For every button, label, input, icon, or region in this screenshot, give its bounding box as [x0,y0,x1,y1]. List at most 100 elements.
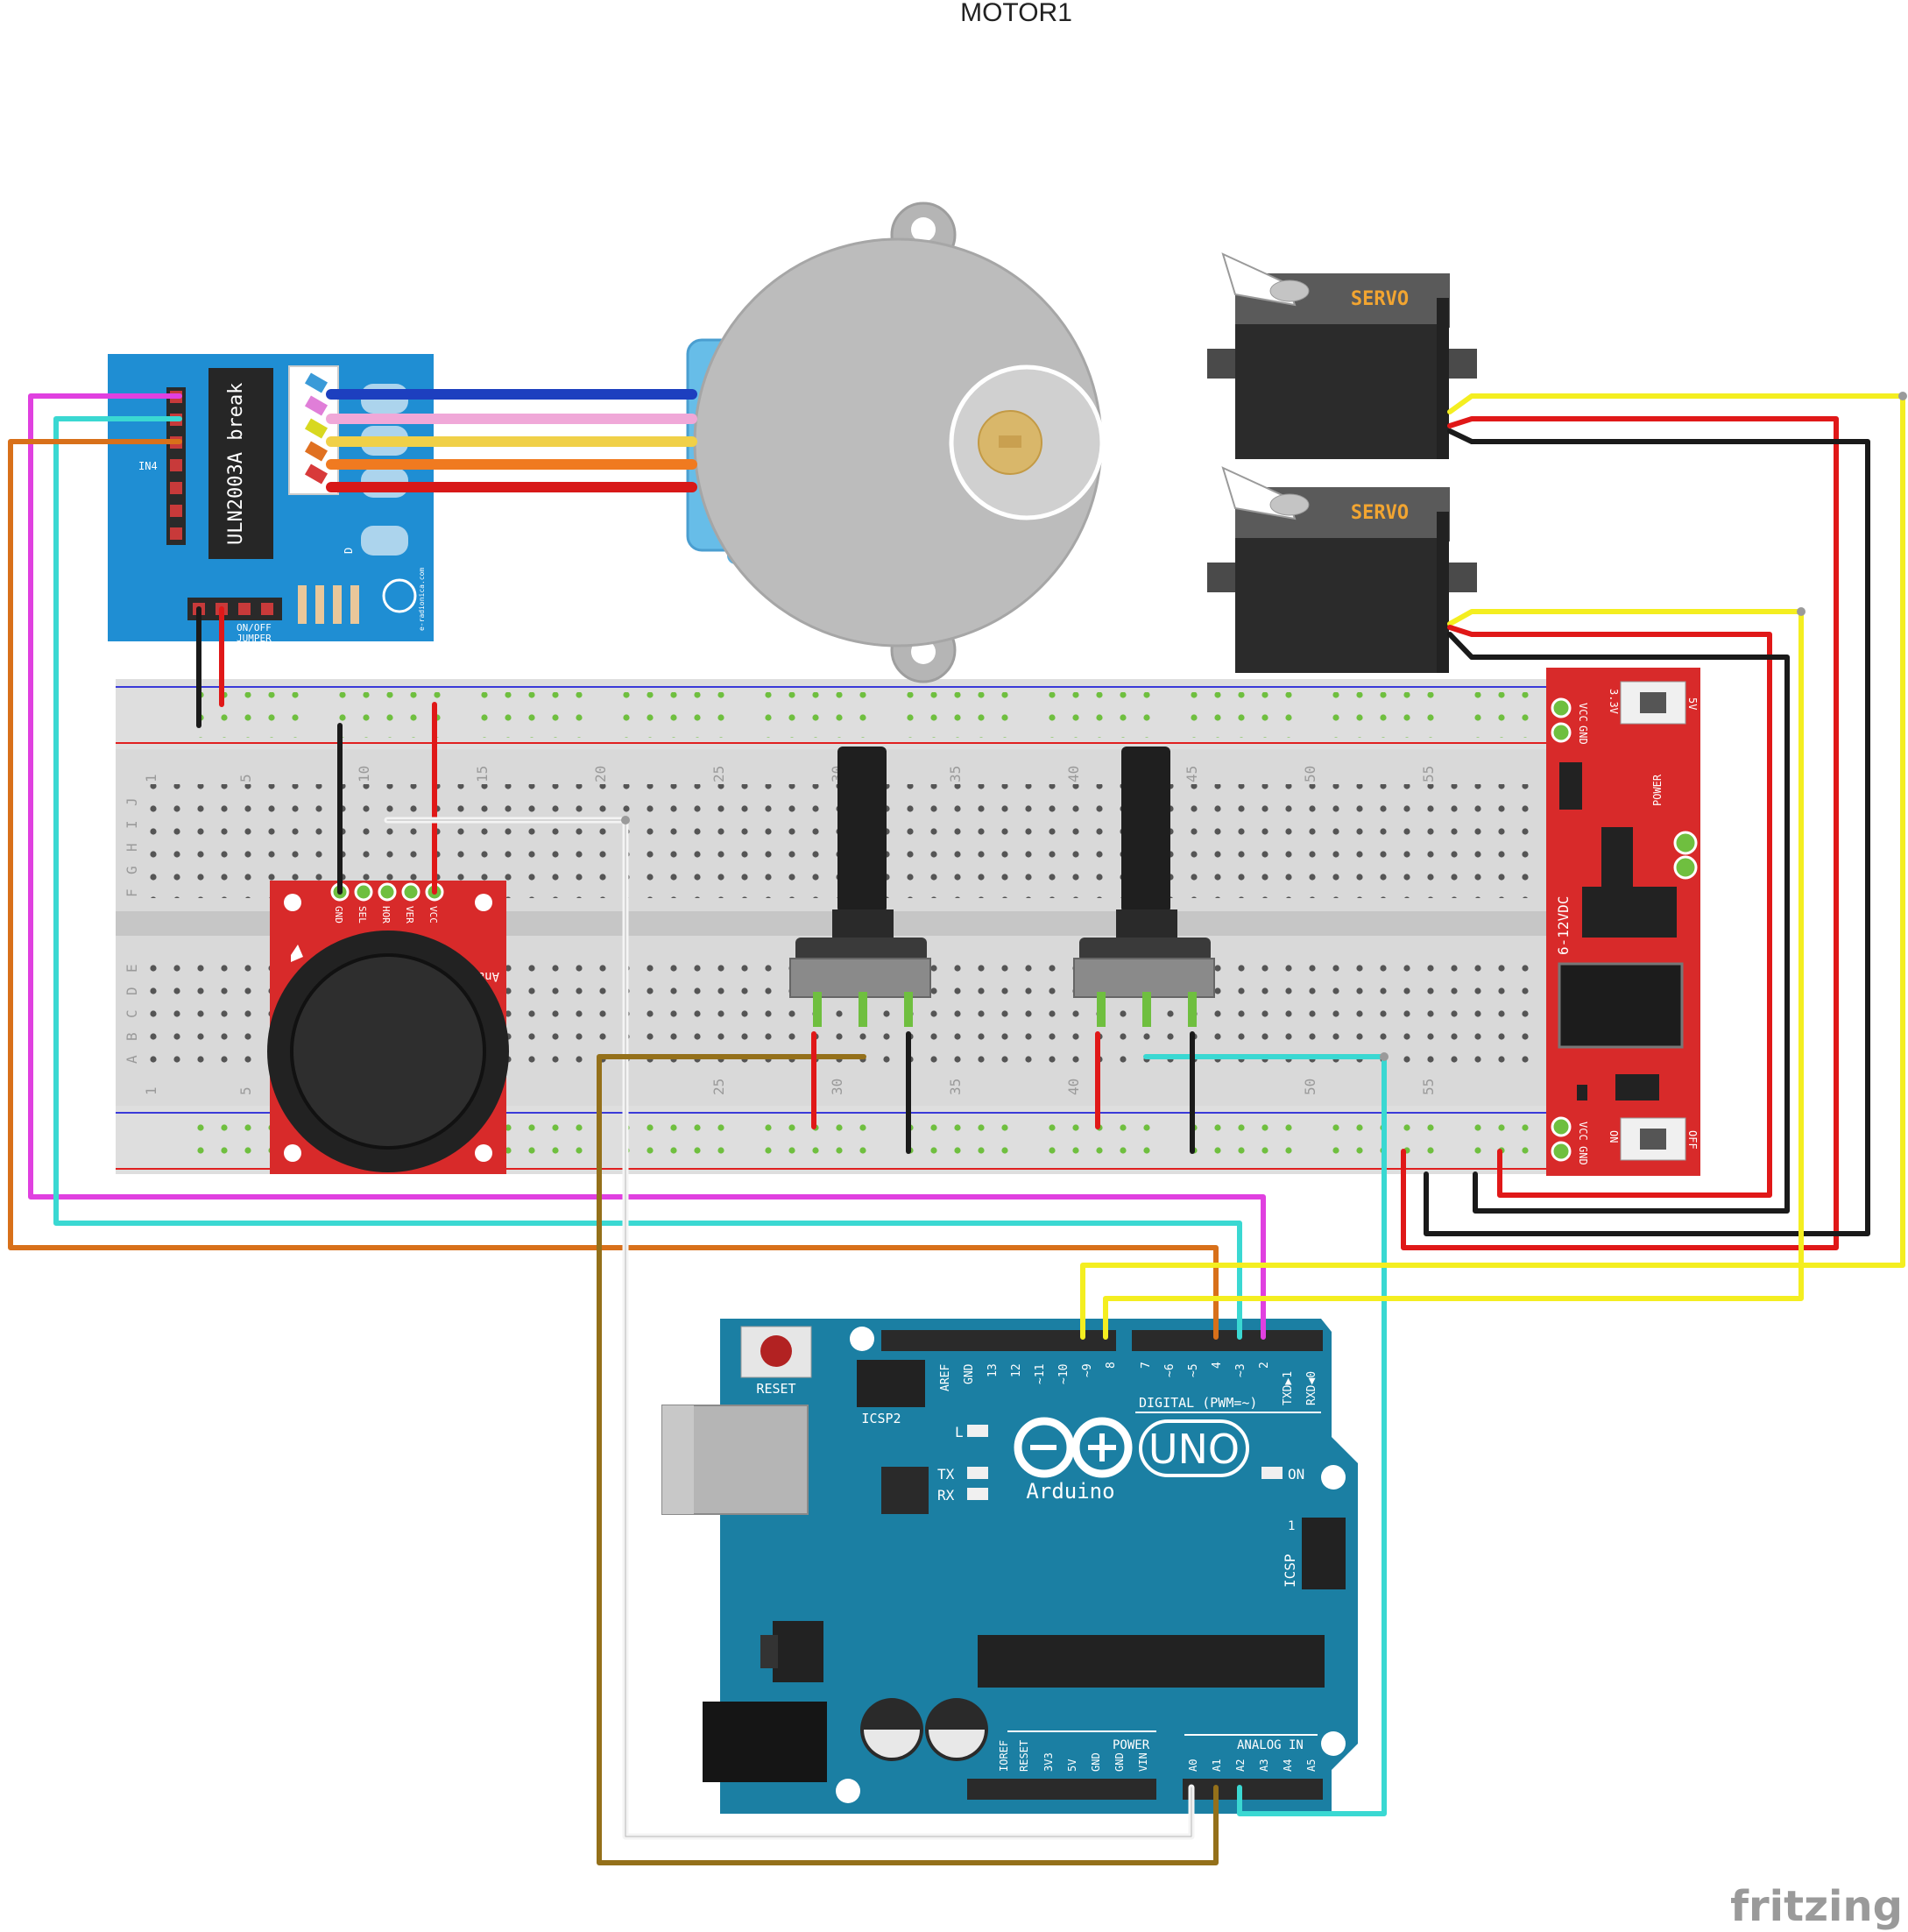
svg-text:F: F [124,888,140,897]
uno-label: UNO [1148,1426,1240,1473]
digital-label: DIGITAL (PWM=~) [1139,1395,1257,1411]
driver-vendor: e-radionica.com [418,568,426,631]
svg-text:50: 50 [1302,766,1318,782]
svg-text:40: 40 [1065,1079,1082,1095]
vendor-logo-icon [382,578,417,613]
svg-text:RXD◀0: RXD◀0 [1305,1371,1318,1405]
wire-servo2-black [1447,632,1790,1214]
digital-header-upper [881,1330,1116,1351]
power-pin-labels: IOREF RESET 3V3 5V GND GND VIN [998,1740,1149,1772]
column-numbers-bottom: 1 5 25 30 35 40 50 55 [143,1079,1437,1095]
svg-text:1: 1 [143,774,159,782]
led-l-label: L [955,1424,964,1440]
wires [8,389,1907,1865]
top-rail-holes [188,692,1537,738]
svg-text:B: B [124,1032,140,1041]
column-numbers-top: 1 5 10 15 20 25 30 35 40 45 50 55 [143,766,1437,782]
svg-text:IOREF: IOREF [998,1740,1010,1772]
power-3v3-label: 3.3V [1608,689,1620,714]
svg-text:AREF: AREF [939,1364,952,1391]
svg-text:RESET: RESET [1018,1740,1030,1772]
arduino-logo-icon [1014,1417,1133,1478]
joystick-pin-gnd: GND [333,906,344,924]
svg-text:12: 12 [1010,1363,1023,1377]
power-switch-bottom[interactable] [1620,1117,1686,1161]
svg-text:~5: ~5 [1187,1363,1200,1377]
analog-header [1183,1779,1323,1800]
wire-servo1-black [1424,428,1870,1236]
power-off-label: OFF [1686,1130,1699,1150]
svg-text:2: 2 [1258,1362,1271,1369]
svg-text:H: H [124,843,140,852]
icsp2-label: ICSP2 [861,1411,901,1426]
svg-text:30: 30 [829,1079,845,1095]
driver-input-header [166,387,186,545]
uln2003-chip [208,368,273,559]
wire-end-dots [621,392,1907,1061]
svg-text:40: 40 [1065,766,1082,782]
joystick: GND SEL HOR VER VCC Analog Joystick [267,881,509,1174]
svg-text:A0: A0 [1187,1759,1199,1772]
svg-text:A2: A2 [1234,1759,1247,1772]
power-header [967,1779,1156,1800]
servo-1-label: SERVO [1351,288,1409,310]
reset-button[interactable] [760,1335,792,1367]
wire-servo1-red [1401,416,1839,1250]
svg-text:55: 55 [1420,1079,1437,1095]
digital-header-lower [1132,1330,1323,1351]
svg-text:I: I [124,820,140,829]
svg-text:25: 25 [710,766,727,782]
stepper-motor [686,202,1105,683]
power-top-vcc: VCC [1577,703,1589,722]
svg-text:25: 25 [710,1079,727,1095]
driver-resistors [298,585,359,624]
power-module: VCC GND VCC GND 3.3V 5V ON OFF 6-12VDC P… [1546,668,1700,1176]
power-5v-label: 5V [1686,697,1699,710]
svg-text:35: 35 [947,1079,964,1095]
diagram-title: MOTOR1 [960,0,1072,27]
wire-magenta [28,393,1266,1340]
svg-text:C: C [124,1009,140,1018]
svg-text:A: A [124,1055,140,1064]
led-rx-label: RX [937,1487,955,1504]
arduino-brand: Arduino [1026,1479,1114,1504]
digital-pin-labels: AREF GND 13 12 ~11 ~10 ~9 8 7 ~6 ~5 4 ~3… [939,1362,1318,1405]
svg-text:~3: ~3 [1234,1363,1247,1377]
svg-text:GND: GND [1090,1752,1102,1772]
svg-text:~11: ~11 [1034,1364,1047,1384]
driver-jumper-label-1: ON/OFF [237,622,272,633]
svg-text:13: 13 [986,1363,1000,1377]
svg-text:GND: GND [1113,1752,1126,1772]
svg-text:10: 10 [356,766,372,782]
driver-chip-label: ULN2003A break [225,383,247,545]
svg-text:7: 7 [1140,1362,1153,1369]
wire-orange [8,439,1219,1340]
icsp-pin1-label: 1 [1288,1519,1295,1533]
power-bottom-vcc: VCC [1577,1122,1589,1141]
wire-cyan-driver [53,416,1242,1340]
wire-servo1-yellow [1080,393,1905,1340]
svg-text:~9: ~9 [1081,1363,1094,1377]
wire-brown [597,1054,1219,1865]
power-bottom-gnd: GND [1577,1146,1589,1165]
wire-servo2-red [1447,625,1772,1198]
svg-text:J: J [124,797,140,806]
svg-text:TXD▶1: TXD▶1 [1282,1371,1295,1405]
svg-text:~10: ~10 [1057,1364,1071,1384]
driver-jumper-label-2: JUMPER [237,633,272,644]
icsp-label: ICSP [1282,1553,1298,1588]
atmega-chip [978,1635,1325,1688]
svg-text:VIN: VIN [1137,1752,1149,1772]
joystick-pin-ver: VER [404,906,415,924]
wire-servo2-yellow [1103,609,1804,1340]
svg-text:35: 35 [947,766,964,782]
led-tx-label: TX [937,1466,955,1483]
svg-text:50: 50 [1302,1079,1318,1095]
svg-text:D: D [124,987,140,995]
wire-white-edge [386,819,1192,1837]
svg-text:5: 5 [237,774,254,782]
svg-text:4: 4 [1211,1362,1224,1369]
svg-text:A1: A1 [1211,1759,1223,1772]
servo-2-label: SERVO [1351,502,1409,524]
stepper-ribbon [326,389,697,492]
